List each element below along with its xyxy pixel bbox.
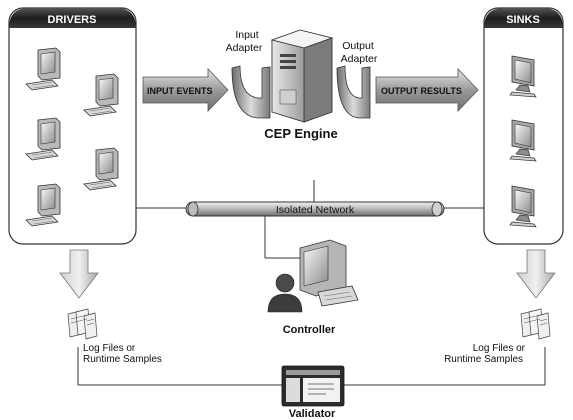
desktop-computer-icon	[25, 183, 61, 227]
isolated-network-pipe: Isolated Network	[185, 201, 445, 217]
output-results-label: OUTPUT RESULTS	[381, 86, 462, 96]
input-adapter-label-1: Input	[235, 29, 258, 41]
controller-icon	[267, 239, 359, 313]
desktop-computer-icon	[25, 117, 61, 161]
input-adapter-icon	[231, 65, 271, 119]
sink-monitor-icon	[509, 185, 537, 228]
drivers-down-arrow	[59, 249, 99, 299]
sinks-log-files-icon	[520, 308, 551, 340]
sinks-down-arrow	[516, 249, 556, 299]
sinks-title: SINKS	[506, 14, 540, 26]
desktop-computer-icon	[83, 147, 119, 191]
drivers-log-files-icon	[67, 308, 98, 340]
input-adapter-label-2: Adapter	[226, 42, 263, 54]
desktop-computer-icon	[25, 47, 61, 91]
isolated-network-label: Isolated Network	[276, 204, 355, 216]
output-adapter-label-1: Output	[342, 40, 374, 52]
output-adapter-label-2: Adapter	[341, 53, 378, 65]
output-results-arrow: OUTPUT RESULTS	[375, 68, 479, 112]
drivers-panel: DRIVERS	[8, 7, 137, 245]
input-events-arrow: INPUT EVENTS	[142, 68, 229, 112]
controller-label: Controller	[283, 324, 336, 336]
drivers-log-label-1: Log Files or	[83, 343, 136, 354]
drivers-log-label-2: Runtime Samples	[83, 354, 162, 365]
validator-label: Validator	[289, 408, 336, 420]
connector-lines	[77, 180, 546, 386]
drivers-title: DRIVERS	[48, 14, 97, 26]
desktop-computer-icon	[83, 73, 119, 117]
input-events-label: INPUT EVENTS	[147, 86, 213, 96]
sinks-log-label-2: Runtime Samples	[444, 354, 523, 365]
output-adapter-icon	[336, 65, 371, 119]
cep-engine-label: CEP Engine	[264, 126, 337, 141]
sinks-log-label-1: Log Files or	[473, 343, 526, 354]
validator-icon	[281, 365, 345, 407]
sink-monitors	[509, 55, 537, 228]
sink-monitor-icon	[509, 55, 537, 98]
cep-server-icon	[270, 29, 334, 123]
sink-monitor-icon	[509, 119, 537, 162]
driver-computers	[25, 47, 119, 227]
